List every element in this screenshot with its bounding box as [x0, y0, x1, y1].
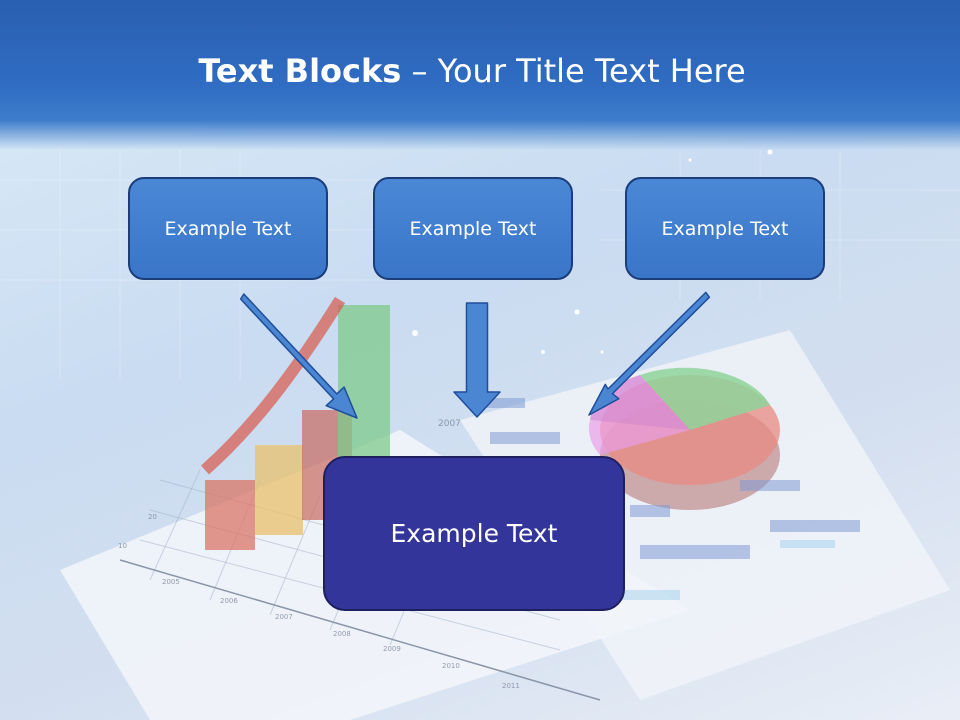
axis-label: 20: [148, 513, 157, 521]
text-block-2[interactable]: Example Text: [373, 177, 573, 280]
year-label: 2005: [162, 578, 180, 586]
year-label: 2008: [333, 630, 351, 638]
text-block-2-label: Example Text: [409, 217, 537, 240]
center-text-block[interactable]: Example Text: [323, 456, 625, 611]
text-block-3[interactable]: Example Text: [625, 177, 825, 280]
title-bold-part: Text Blocks: [198, 52, 402, 90]
title-separator: –: [401, 52, 438, 90]
year-label: 2009: [383, 645, 401, 653]
background-report-bars: [480, 398, 860, 600]
year-label: 2006: [220, 597, 238, 605]
year-label: 2007: [438, 419, 461, 429]
background-x-axis: [119, 559, 601, 701]
slide-title: Text Blocks – Your Title Text Here: [0, 52, 944, 90]
text-block-1[interactable]: Example Text: [128, 177, 328, 280]
year-label: 2011: [502, 682, 520, 690]
title-rest: Your Title Text Here: [437, 52, 746, 90]
text-block-3-label: Example Text: [661, 217, 789, 240]
background-sparkles: [412, 149, 773, 354]
axis-label: 10: [118, 542, 127, 550]
background-year-labels: 2005 2006 2007 2008 2009 2010 2011 2007 …: [118, 419, 520, 690]
year-label: 2010: [442, 662, 460, 670]
header-band: [0, 0, 960, 150]
center-text-block-label: Example Text: [390, 519, 558, 548]
year-label: 2007: [275, 613, 293, 621]
text-block-1-label: Example Text: [164, 217, 292, 240]
